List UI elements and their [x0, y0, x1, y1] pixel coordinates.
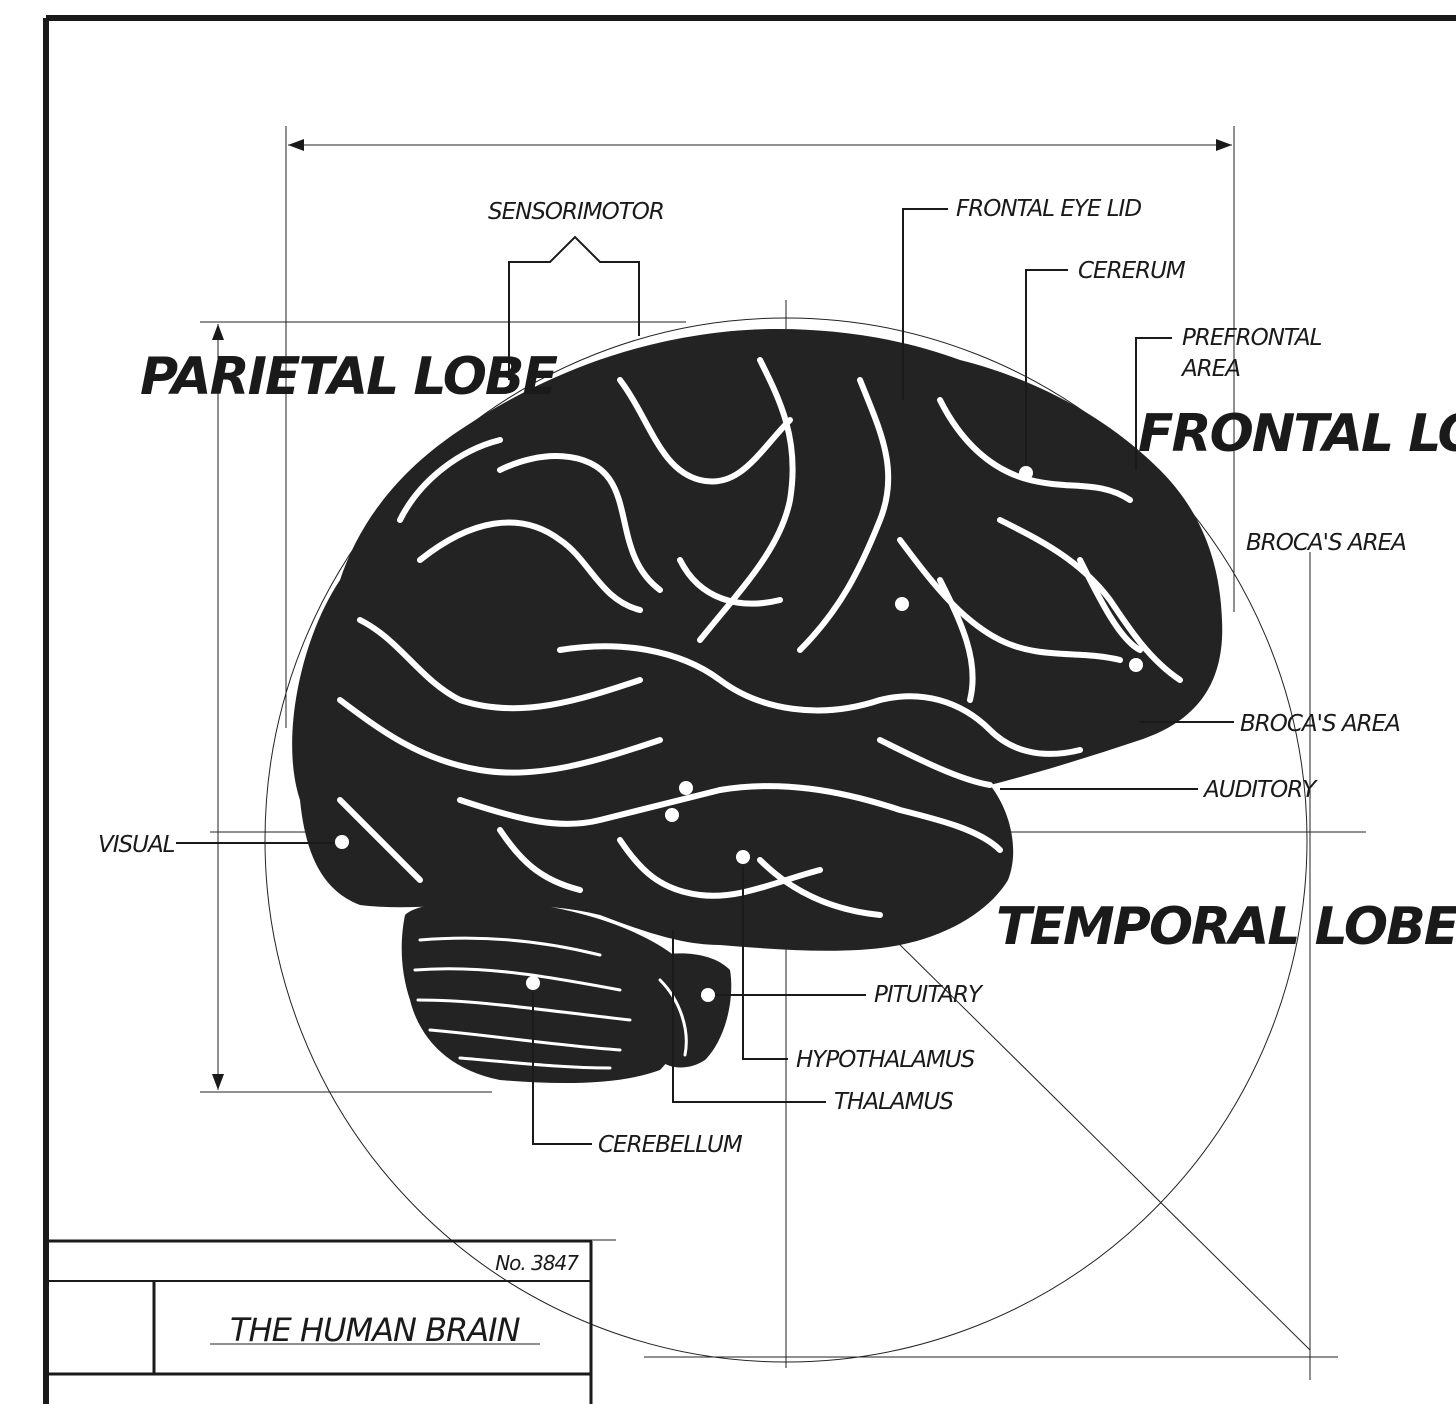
dot-cerebellum	[526, 976, 540, 990]
hypothalamus-label: HYPOTHALAMUS	[796, 1047, 975, 1073]
frontal-lobe-label: FRONTAL LOBE	[1138, 404, 1456, 464]
dot-temporal-3	[736, 850, 750, 864]
broca-area-label-lower: BROCA'S AREA	[1240, 711, 1400, 737]
auditory-label: AUDITORY	[1202, 777, 1318, 803]
drawing-title: THE HUMAN BRAIN	[230, 1311, 521, 1349]
title-block: No. 3847 THE HUMAN BRAIN	[48, 1241, 592, 1404]
broca-area-label-upper: BROCA'S AREA	[1246, 530, 1406, 556]
dot-frontal-eye	[895, 597, 909, 611]
frontal-eye-lid-label: FRONTAL EYE LID	[956, 196, 1141, 222]
dot-visual	[335, 835, 349, 849]
dimension-vertical	[212, 324, 224, 1090]
cerebellum-label: CEREBELLUM	[598, 1132, 743, 1158]
brain-illustration	[292, 329, 1222, 1083]
pituitary-label: PITUITARY	[874, 982, 984, 1008]
visual-label: VISUAL	[98, 832, 175, 858]
cererum-label: CERERUM	[1078, 258, 1186, 284]
thalamus-label: THALAMUS	[834, 1089, 953, 1115]
prefrontal-label-line2: AREA	[1180, 356, 1240, 382]
parietal-lobe-label: PARIETAL LOBE	[140, 347, 558, 407]
drawing-number: No. 3847	[495, 1251, 579, 1275]
sensorimotor-label: SENSORIMOTOR	[488, 199, 664, 225]
dot-pituitary	[701, 988, 715, 1002]
dot-broca	[1129, 658, 1143, 672]
temporal-lobe-label: TEMPORAL LOBE	[996, 897, 1456, 957]
dot-temporal-1	[679, 781, 693, 795]
dot-temporal-2	[665, 808, 679, 822]
prefrontal-label-line1: PREFRONTAL	[1182, 325, 1322, 351]
dot-cererum	[1019, 466, 1033, 480]
